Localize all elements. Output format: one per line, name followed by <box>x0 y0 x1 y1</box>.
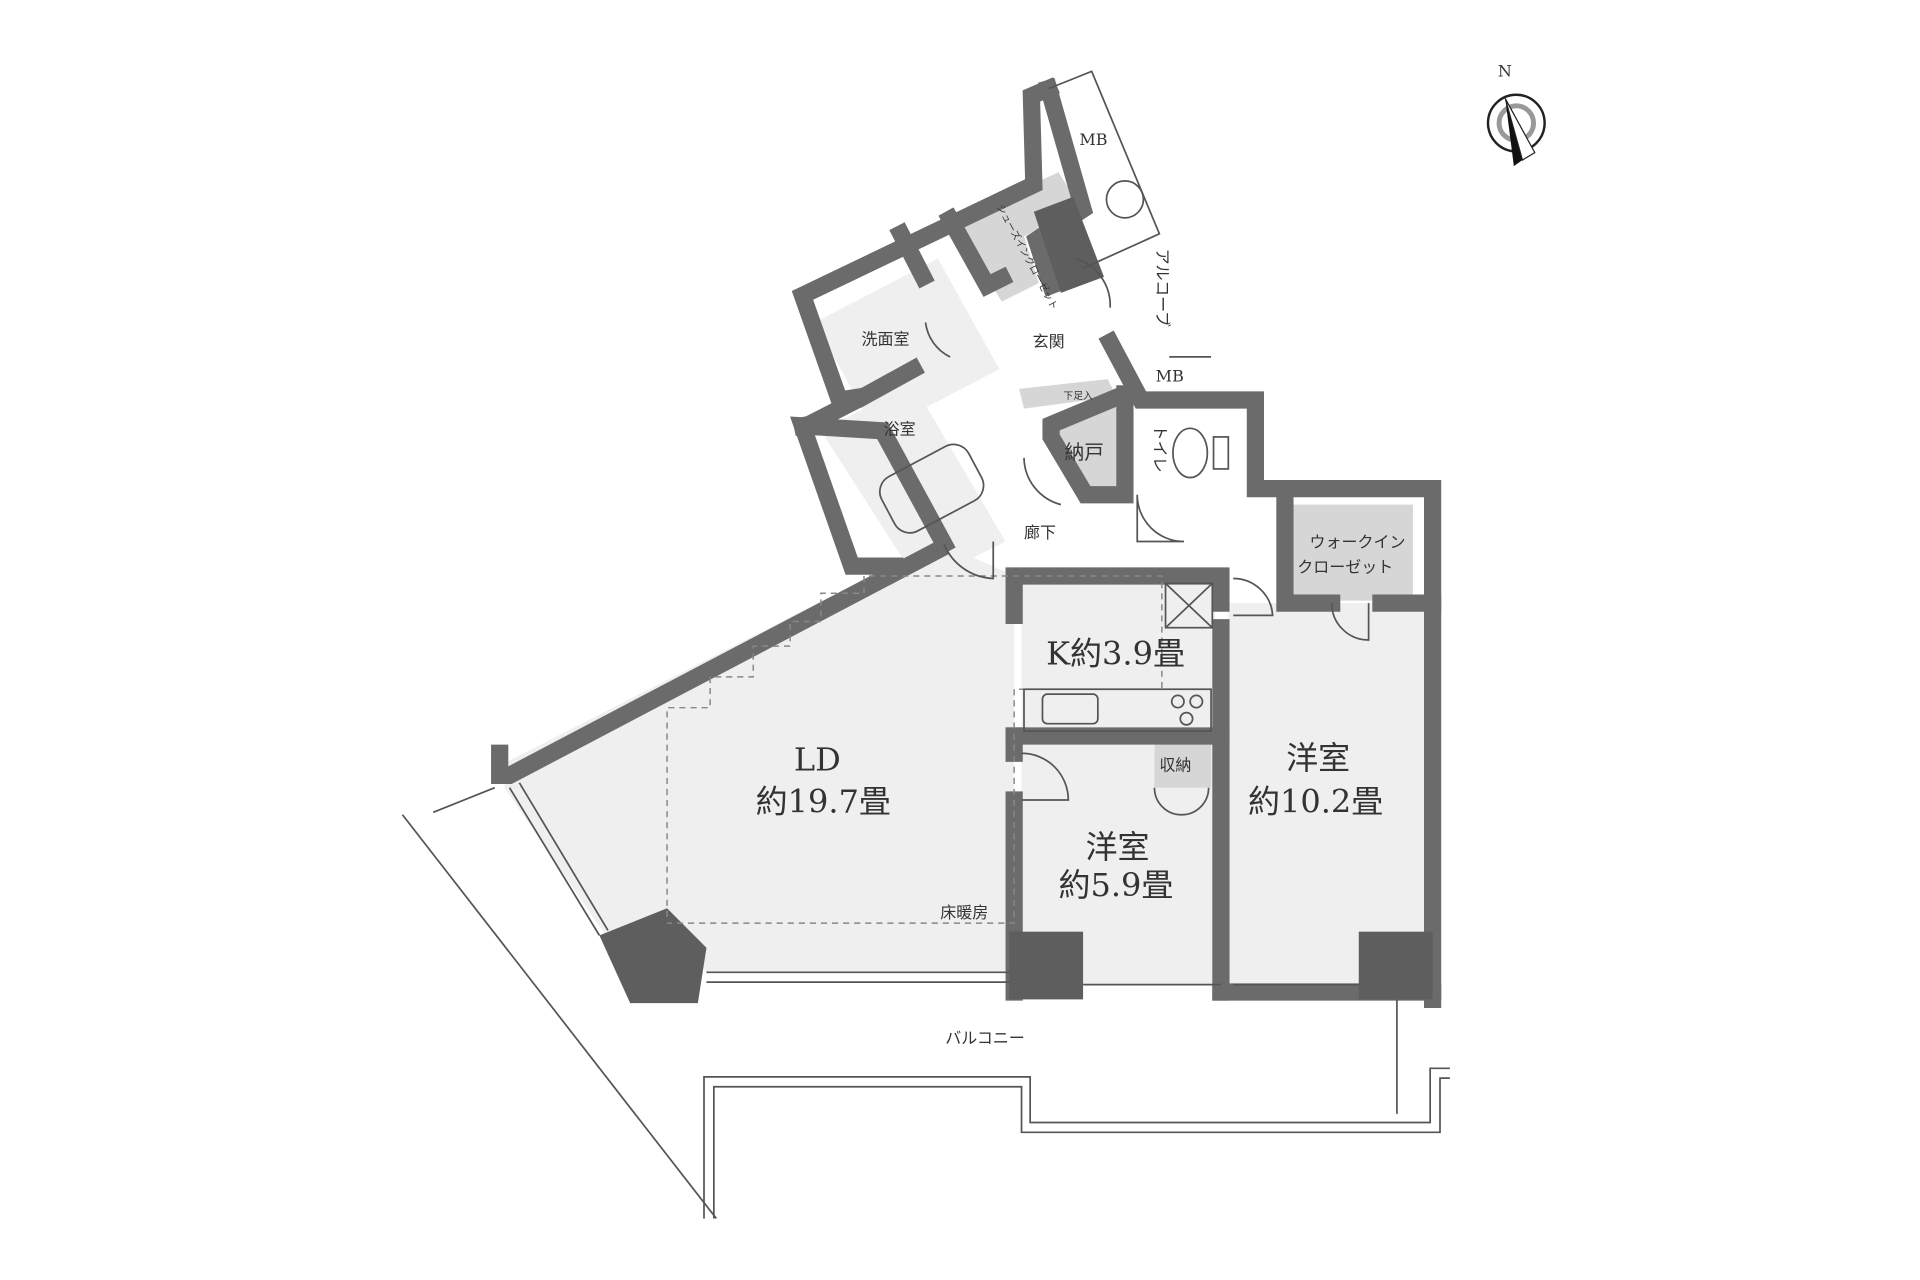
toilet-bowl <box>1172 427 1209 479</box>
stove-burner <box>1179 711 1194 726</box>
label-western-large-name: 洋室 <box>1286 739 1350 777</box>
compass-label: N <box>1498 61 1512 80</box>
wall-walkin <box>1276 486 1341 612</box>
balcony-outline <box>432 786 496 814</box>
label-shoe-cabinet: 下足入 <box>1063 390 1093 402</box>
stove-burner <box>1189 694 1204 709</box>
label-mb-side: MB <box>1156 367 1184 386</box>
door-swing <box>1233 577 1274 617</box>
label-walkin-closet-2: クローゼット <box>1297 557 1393 576</box>
label-ld-size: 約19.7畳 <box>756 782 891 820</box>
storage-floor <box>1154 743 1212 788</box>
window <box>508 787 601 936</box>
bathtub <box>878 443 985 534</box>
sink <box>1041 693 1099 725</box>
label-western-large-size: 約10.2畳 <box>1248 782 1383 820</box>
door-swing <box>1330 603 1370 641</box>
wall-bath-left <box>791 77 1060 436</box>
north-arrow-icon: N <box>1486 61 1546 167</box>
label-storeroom: 納戸 <box>1065 441 1104 464</box>
wall-washroom-split <box>889 222 935 289</box>
wall-toilet-left <box>1042 382 1137 504</box>
balcony-outline <box>703 1067 1450 1219</box>
toilet-tank <box>1212 436 1230 470</box>
door-swing <box>943 541 995 580</box>
door-swing <box>1153 787 1210 816</box>
kitchen-counter <box>1023 688 1212 732</box>
fridge-space <box>1164 582 1214 629</box>
label-floor-heating: 床暖房 <box>940 903 988 922</box>
label-mb-top: MB <box>1079 130 1107 149</box>
ld-floor <box>504 541 1015 973</box>
label-bathroom: 浴室 <box>884 419 916 438</box>
label-kitchen: K約3.9畳 <box>1046 635 1185 673</box>
shoe-cabinet <box>1019 379 1117 409</box>
pillar <box>1009 931 1084 1000</box>
wall-ld-diagonal <box>491 538 950 784</box>
western-large-floor <box>1228 603 1426 985</box>
pillar <box>1358 931 1433 1000</box>
pillar <box>599 908 707 1004</box>
label-western-small-size: 約5.9畳 <box>1058 866 1173 904</box>
wall-closet-split <box>938 207 1014 297</box>
label-alcove: アルコーブ <box>1153 249 1172 328</box>
mb-top-outline <box>1048 70 1161 270</box>
door-swing <box>1075 257 1112 308</box>
wall-mb-side <box>1098 330 1442 1008</box>
wall-washroom-bath <box>852 357 925 409</box>
label-walkin-closet-1: ウォークイン <box>1310 533 1406 552</box>
washing-machine <box>1105 180 1145 219</box>
stove-burner <box>1170 694 1185 709</box>
walkin-closet-floor <box>1292 504 1413 601</box>
label-hallway: 廊下 <box>1024 523 1056 542</box>
label-entrance: 玄関 <box>1033 332 1065 351</box>
door-swing <box>1021 752 1070 801</box>
balcony-outline <box>712 1077 1450 1219</box>
kitchen-floor <box>1021 583 1215 729</box>
door-swing <box>1136 494 1185 543</box>
label-balcony: バルコニー <box>945 1029 1025 1048</box>
label-western-small-name: 洋室 <box>1086 828 1150 866</box>
label-ld-name: LD <box>794 740 841 778</box>
pillar <box>1033 196 1104 293</box>
door-swing <box>1023 457 1062 506</box>
label-washroom: 洗面室 <box>862 330 910 349</box>
door-swing <box>924 322 951 358</box>
label-storage: 収納 <box>1159 755 1191 774</box>
window <box>518 782 609 931</box>
label-toilet: トイレ <box>1150 425 1169 473</box>
balcony-outline <box>401 814 717 1219</box>
fridge-cross <box>1164 582 1213 629</box>
